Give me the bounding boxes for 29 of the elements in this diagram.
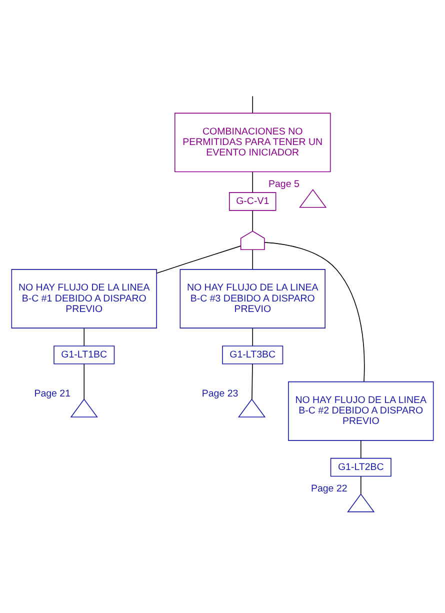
connector bbox=[84, 364, 85, 400]
connector bbox=[252, 96, 254, 114]
connector bbox=[252, 249, 254, 270]
node-label: Page 21 bbox=[34, 388, 71, 400]
node-label: Page 22 bbox=[310, 483, 348, 494]
node-box: G-C-V1 bbox=[229, 192, 276, 211]
node-box: G1-LT1BC bbox=[54, 346, 115, 364]
connector bbox=[156, 246, 242, 274]
node-box: NO HAY FLUJO DE LA LINEA B-C #3 DEBIDO A DISPARO PREVIO bbox=[180, 269, 326, 328]
node-box: NO HAY FLUJO DE LA LINEA B-C #2 DEBIDO A DISPARO PREVIO bbox=[288, 381, 434, 441]
connector bbox=[252, 172, 254, 193]
node-box: G1-LT3BC bbox=[222, 346, 284, 364]
connector bbox=[360, 476, 362, 494]
connector bbox=[84, 328, 85, 346]
node-triangle bbox=[299, 189, 327, 208]
connector bbox=[252, 364, 253, 400]
connector bbox=[360, 440, 362, 459]
node-gate bbox=[240, 230, 265, 250]
node-box: G1-LT2BC bbox=[330, 458, 392, 477]
node-box: COMBINACIONES NO PERMITIDAS PARA TENER UN EVENTO INICIADOR bbox=[174, 112, 331, 172]
connector bbox=[264, 242, 365, 382]
node-triangle bbox=[70, 398, 98, 418]
connector bbox=[252, 328, 254, 346]
node-label: Page 5 bbox=[268, 178, 300, 190]
node-label: Page 23 bbox=[202, 388, 238, 400]
node-triangle bbox=[347, 493, 375, 512]
node-box: NO HAY FLUJO DE LA LINEA B-C #1 DEBIDO A DISPARO PREVIO bbox=[11, 269, 157, 328]
connector bbox=[252, 210, 254, 232]
node-triangle bbox=[238, 398, 266, 418]
